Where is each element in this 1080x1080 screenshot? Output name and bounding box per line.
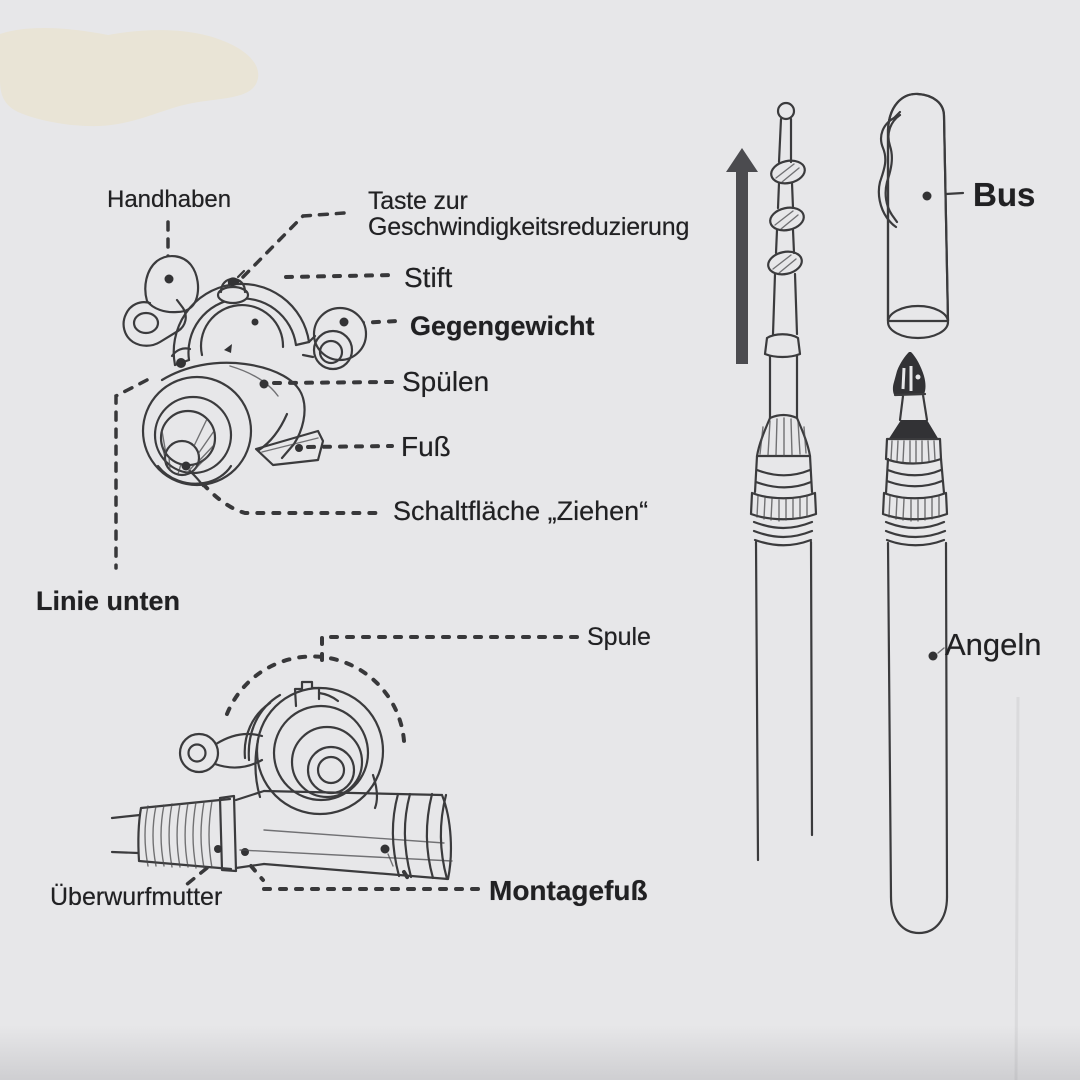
collet-hatching: [759, 417, 807, 457]
paper-crease: [1014, 696, 1020, 1080]
label-spool-rinse: Spülen: [402, 366, 490, 397]
pen-cap-drawing: [877, 92, 965, 340]
reel-side-leader-lines: [179, 635, 579, 891]
label-pull-button: Schaltfläche „Ziehen“: [393, 496, 649, 526]
band-hatching: [756, 494, 808, 522]
up-arrow-icon: [726, 148, 758, 364]
reel-side-drawing: [110, 635, 579, 891]
label-handle: Handhaben: [107, 186, 232, 213]
collar-hatching: [890, 440, 936, 464]
label-line-below: Linie unten: [36, 586, 180, 616]
reel-front-leader-lines: [114, 211, 400, 570]
label-cap: Bus: [973, 176, 1036, 213]
label-mounting-foot: Montagefuß: [489, 875, 648, 906]
label-speed-button: Taste zur Geschwindigkeitsreduzierung: [368, 188, 689, 241]
rod-tip-drawing: [726, 101, 818, 862]
spool-hatching: [161, 418, 215, 475]
thread-lines: [144, 800, 213, 869]
label-speed-button-line2: Geschwindigkeitsreduzierung: [368, 213, 690, 242]
label-foot: Fuß: [401, 431, 451, 462]
label-pin: Stift: [404, 262, 453, 293]
label-speed-button-line1: Taste zur: [368, 187, 468, 215]
watermark-blob: [0, 27, 259, 127]
label-rod: Angeln: [945, 627, 1042, 662]
label-spool: Spule: [587, 623, 651, 651]
pen-rod-drawing: [881, 352, 949, 935]
band2-hatching: [888, 495, 940, 522]
reel-front-drawing: [114, 211, 400, 570]
label-coupling-nut: Überwurfmutter: [50, 883, 223, 911]
label-counterweight: Gegengewicht: [410, 311, 595, 341]
